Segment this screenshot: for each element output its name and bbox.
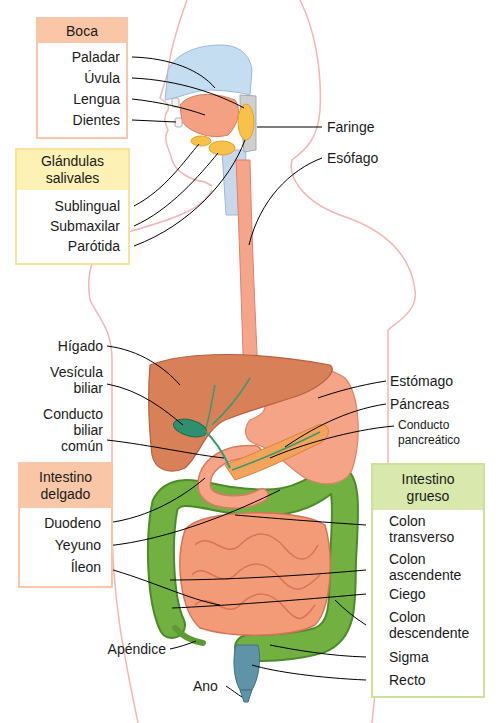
part-name: Paladar [72,47,120,68]
leader-line [134,144,199,206]
intestine-coil [195,534,318,559]
organ-label: Páncreas [390,396,449,412]
parotid-gland [238,104,254,140]
box-heading: Boca [38,19,126,43]
box-heading: Glándulas salivales [17,150,128,190]
box-item: Colon ascendente [373,551,483,583]
leader-line [318,381,386,398]
box-item: Colon transverso [373,513,483,545]
submaxillary-gland [209,141,235,155]
leader-line [106,478,205,523]
leader-line [257,127,322,128]
part-name: Colon ascendente [389,551,481,583]
organ-label: Estómago [390,373,453,389]
leader-line [172,594,366,608]
liver [149,354,333,471]
leader-line [132,99,205,115]
box-item: Úvula [38,68,126,89]
part-name: Lengua [73,89,120,110]
leader-line [252,665,366,680]
organ-label: Hígado [58,338,103,354]
box-item: Colon descendente [373,609,483,641]
part-name: Sigma [389,649,429,665]
leader-line [134,153,218,226]
leader-line [226,686,242,697]
common-bile-duct [204,430,230,468]
organ-group-box: BocaPaladarÚvulaLenguaDientes [36,17,128,139]
box-heading-text: Boca [66,23,98,40]
box-item: Sigma [373,649,483,665]
pancreatic-duct [232,432,320,470]
small-intestine [180,513,330,635]
leader-line [107,384,183,425]
appendix [175,628,203,643]
organ-group-box: Glándulas salivalesSublingualSubmaxilarP… [15,148,130,265]
organ-label: Apéndice [108,641,166,657]
box-heading-text: Intestino delgado [28,469,103,503]
box-item: Recto [373,672,483,688]
box-item: Íleon [20,556,111,578]
part-name: Parótida [68,236,120,256]
box-item: Duodeno [20,512,111,534]
teeth [175,118,182,127]
leader-line [107,440,224,458]
leader-line [107,346,180,385]
leader-line [270,426,394,458]
leader-line [106,568,220,605]
nasal-cavity [165,45,252,100]
part-name: Sublingual [55,196,120,216]
organ-label: Conducto biliar común [35,406,103,454]
part-name: Úvula [84,68,120,89]
intestine-coil [192,564,320,589]
box-item: Lengua [38,89,126,110]
leader-line [170,570,366,580]
leader-line [285,404,386,447]
rectum [234,645,260,690]
box-item: Submaxilar [17,216,128,236]
leader-line [335,600,366,625]
box-heading: Intestino delgado [20,464,111,508]
leader-lines [106,57,394,697]
box-item: Dientes [38,110,126,131]
leader-line [132,78,244,108]
leader-line [134,140,245,246]
box-heading-text: Intestino grueso [383,471,473,505]
leader-line [132,120,176,122]
box-item: Paladar [38,47,126,68]
organ-group-box: Intestino gruesoColon transversoColon as… [371,463,485,698]
organ-label: Ano [193,678,218,694]
leader-line [270,645,366,657]
leader-line [170,641,196,649]
box-heading: Intestino grueso [373,465,483,510]
anus [240,690,252,702]
part-name: Yeyuno [55,534,101,556]
esophagus [236,160,258,378]
box-item: Sublingual [17,196,128,216]
part-name: Colon transverso [389,513,481,545]
organ-label: Conducto pancreático [398,418,478,448]
organ-label: Faringe [327,119,374,135]
box-item: Ciego [373,586,483,602]
box-heading-text: Glándulas salivales [25,153,120,187]
part-name: Dientes [73,110,120,131]
part-name: Submaxilar [50,216,120,236]
organ-label: Vesícula biliar [35,364,103,396]
part-name: Colon descendente [389,609,481,641]
box-item: Yeyuno [20,534,111,556]
part-name: Recto [389,672,426,688]
part-name: Duodeno [44,512,101,534]
organ-label: Esófago [327,150,378,166]
leader-line [106,490,280,546]
sublingual-gland [191,136,211,146]
leader-line [249,158,322,245]
part-name: Íleon [71,556,101,578]
box-item: Parótida [17,236,128,256]
pancreas [225,425,328,480]
part-name: Ciego [389,586,426,602]
organ-group-box: Intestino delgadoDuodenoYeyunoÍleon [18,462,113,588]
bile-ducts [206,378,250,428]
leader-line [235,515,366,525]
